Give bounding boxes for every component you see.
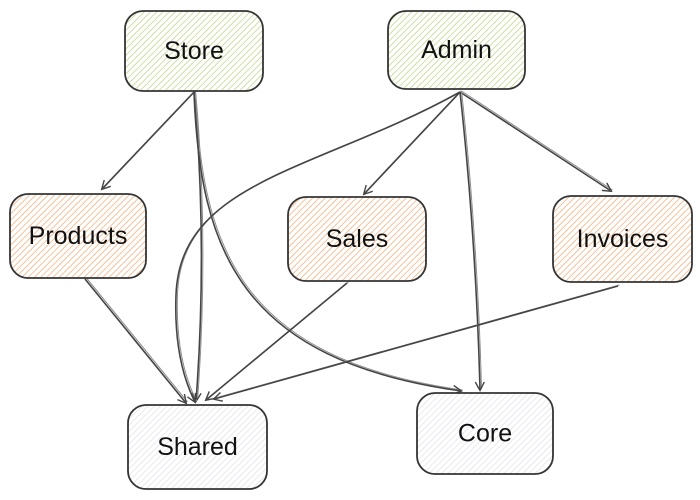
node-shared-label: Shared — [157, 433, 238, 461]
node-invoices: Invoices — [552, 195, 693, 283]
edges-layer — [84, 90, 620, 403]
edge-invoices-shared — [214, 285, 619, 399]
node-products-box — [9, 193, 147, 279]
node-core-label: Core — [458, 420, 512, 448]
node-core: Core — [416, 392, 554, 475]
node-invoices-label: Invoices — [577, 225, 669, 253]
edge-products-shared — [84, 278, 186, 403]
edge-admin-sales — [364, 91, 461, 194]
node-invoices-box — [552, 195, 693, 283]
node-products: Products — [9, 193, 147, 279]
node-sales-label: Sales — [326, 225, 389, 253]
node-store-label: Store — [164, 37, 224, 65]
edge-sketch-admin-core — [461, 90, 482, 390]
edge-sketch-admin-invoices — [461, 90, 613, 191]
edge-store-products — [102, 91, 195, 189]
edge-sketch-products-shared — [86, 277, 188, 403]
node-sales: Sales — [287, 196, 427, 282]
edge-sales-shared — [206, 282, 348, 400]
edge-sketch-store-core — [195, 90, 463, 391]
node-admin-box — [387, 10, 526, 90]
edge-admin-core — [459, 91, 480, 390]
edge-sketch-store-shared — [195, 90, 204, 401]
edge-admin-invoices — [459, 91, 611, 191]
node-core-box — [416, 392, 554, 475]
node-store-box — [124, 10, 264, 92]
node-products-label: Products — [29, 222, 128, 250]
edge-admin-shared — [174, 91, 461, 402]
node-shared-box — [127, 404, 268, 490]
node-sales-box — [287, 196, 427, 282]
node-store: Store — [124, 10, 264, 92]
node-admin-label: Admin — [421, 36, 492, 64]
node-shared: Shared — [127, 404, 268, 490]
node-admin: Admin — [387, 10, 526, 90]
edge-store-core — [193, 91, 461, 391]
